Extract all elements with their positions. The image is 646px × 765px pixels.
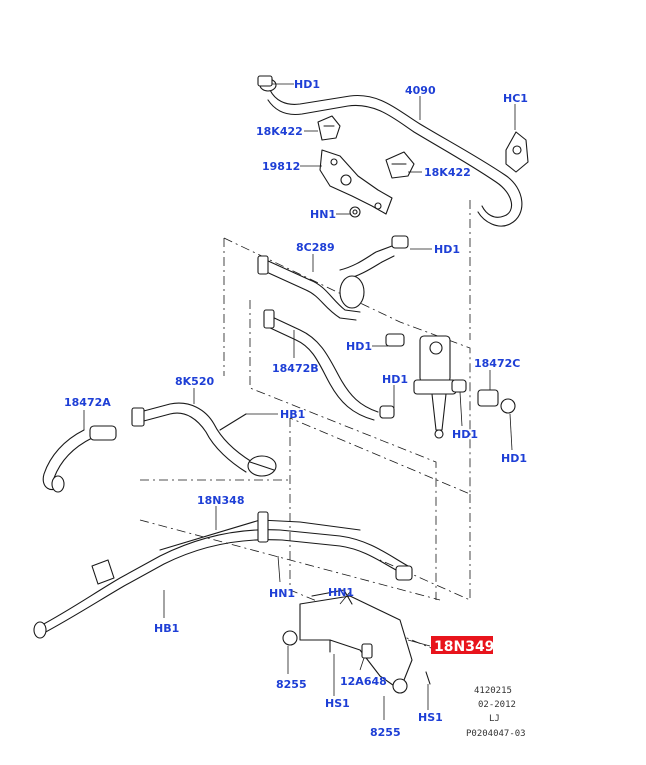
clips-hd1-mid	[385, 333, 467, 393]
callout-18472b[interactable]: 18472B	[272, 362, 319, 375]
hose-8c289	[257, 235, 409, 321]
callout-hd1-top[interactable]: HD1	[294, 78, 320, 91]
callout-8255-bottom[interactable]: 8255	[370, 726, 401, 739]
callout-hn1-left[interactable]: HN1	[269, 587, 295, 600]
callout-hd1-mid[interactable]: HD1	[346, 340, 372, 353]
reference-block: 4120215 02-2012 LJ P0204047-03	[466, 686, 526, 739]
leader-lines	[83, 83, 516, 720]
clip-18k422-left	[317, 115, 341, 141]
callout-labels: HD1 4090 HC1 18K422 19812 18K422 HN1 8C2…	[64, 78, 528, 739]
callout-18n349-highlight	[431, 636, 493, 654]
pipe-18n348	[33, 511, 413, 639]
callout-hc1[interactable]: HC1	[503, 92, 528, 105]
callout-8k520[interactable]: 8K520	[175, 375, 214, 388]
callout-hb1-upper[interactable]: HB1	[280, 408, 305, 421]
heater-housing-18n349	[282, 589, 431, 694]
callout-hn1-right[interactable]: HN1	[328, 586, 354, 599]
callout-hs1-right[interactable]: HS1	[418, 711, 443, 724]
hose-18472a	[42, 425, 117, 493]
coolant-valve	[413, 335, 457, 439]
bracket-hc1	[505, 131, 529, 173]
hose-4090	[257, 75, 523, 227]
hose-clip-18472c	[477, 389, 516, 414]
hose-8k520	[131, 402, 277, 477]
ref-initials: LJ	[489, 714, 500, 724]
callout-18n349[interactable]: 18N349	[434, 639, 494, 655]
callout-18k422-right[interactable]: 18K422	[424, 166, 471, 179]
nut-hn1-upper	[349, 206, 361, 218]
callout-18k422-left[interactable]: 18K422	[256, 125, 303, 138]
callout-19812[interactable]: 19812	[262, 160, 300, 173]
callout-hd1-right-b[interactable]: HD1	[501, 452, 527, 465]
callout-12a648[interactable]: 12A648	[340, 675, 387, 688]
assembly-boundary-lines	[139, 200, 471, 651]
callout-hn1-upper[interactable]: HN1	[310, 208, 336, 221]
ref-date: 02-2012	[478, 700, 516, 710]
callout-hd1-right-a[interactable]: HD1	[452, 428, 478, 441]
callout-hd1-right-upper[interactable]: HD1	[434, 243, 460, 256]
callout-hd1-center[interactable]: HD1	[382, 373, 408, 386]
callout-18472a[interactable]: 18472A	[64, 396, 111, 409]
callout-4090[interactable]: 4090	[405, 84, 436, 97]
callout-hb1-lower[interactable]: HB1	[154, 622, 179, 635]
bracket-19812	[319, 149, 393, 215]
callout-8255-left[interactable]: 8255	[276, 678, 307, 691]
ref-number: P0204047-03	[466, 729, 526, 739]
hose-18472b	[263, 309, 395, 421]
clip-18k422-right	[385, 151, 415, 179]
callout-18472c[interactable]: 18472C	[474, 357, 520, 370]
callout-18n348[interactable]: 18N348	[197, 494, 244, 507]
callout-hs1-left[interactable]: HS1	[325, 697, 350, 710]
ref-code: 4120215	[474, 686, 512, 696]
callout-8c289[interactable]: 8C289	[296, 241, 335, 254]
